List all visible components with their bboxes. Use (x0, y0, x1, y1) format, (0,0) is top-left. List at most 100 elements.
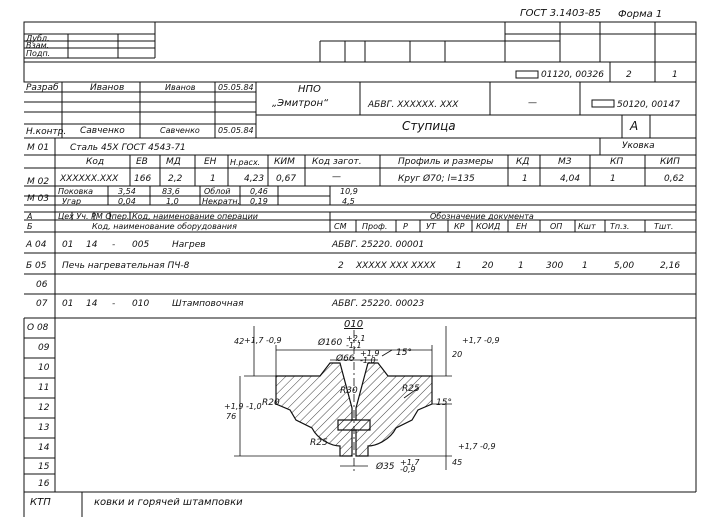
m02-kp: 1 (610, 174, 616, 184)
footer-text: ковки и горячей штамповки (94, 497, 243, 508)
dim-h76-tol: +1,9 -1,0 (224, 402, 262, 411)
row-a04: А 04 (26, 240, 47, 250)
b05-en: 1 (518, 261, 524, 271)
mh-nrash: Н.расх. (230, 158, 261, 167)
row-a-doc: Обозначение документа (430, 212, 534, 221)
m02-code: XXXXXX.XXX (60, 174, 119, 184)
developer-label: Разраб (26, 83, 59, 93)
rb-tpz: Тп.з. (610, 222, 630, 231)
dim-angle-top: 15° (396, 348, 412, 358)
mh-kp: КП (610, 157, 624, 167)
row-a-cols: Цех Уч. РМ Опер. Код, наименование опера… (58, 212, 258, 221)
control-name: Савченко (80, 126, 125, 136)
rb-koid: КОИД (476, 222, 501, 231)
mh-md: МД (166, 157, 181, 167)
dim-d160-up: +2,1 (346, 334, 366, 343)
sheet-number: 2 (626, 70, 632, 80)
b05-kr: 1 (456, 261, 462, 271)
footer-label: КТП (30, 497, 51, 508)
row-m03: М 03 (27, 194, 50, 204)
a04-op: 005 (132, 240, 150, 250)
m03-r1-label: Поковка (58, 187, 94, 196)
dim-d66: Ø66 (336, 354, 355, 364)
row-07: 07 (36, 299, 48, 309)
dim-h45: 45 (452, 458, 463, 467)
m03-r1-v1: 3,54 (118, 187, 136, 196)
dim-h42: 42 (234, 337, 245, 346)
company-line2: „Эмитрон“ (272, 98, 329, 109)
doc-code-1: 01120, 00326 (541, 70, 604, 80)
m03-r1-label2: Облой (204, 187, 231, 196)
dim-d35-dn: -0,9 (400, 465, 416, 474)
rb-sm: СМ (334, 222, 347, 231)
row-a-label: А (27, 212, 33, 221)
dim-h76: 76 (226, 412, 237, 421)
dim-d35: Ø35 (376, 462, 395, 472)
control-date: 05.05.84 (218, 126, 254, 135)
m03-r2-v4: 4,5 (342, 197, 355, 206)
developer-name: Иванов (90, 83, 125, 93)
row-06: 06 (36, 280, 48, 290)
m03-r2-v2: 1,0 (166, 197, 179, 206)
r07-name: Штамповочная (172, 299, 244, 309)
b05-prof: XXXXX XXX XXXX (356, 261, 436, 271)
m02-kod: — (332, 172, 341, 182)
b05-sm: 2 (338, 261, 344, 271)
rb-ut: УТ (426, 222, 436, 231)
rb-kst: Кшт (578, 222, 596, 231)
m03-r2-v1: 0,04 (118, 197, 136, 206)
mh-kod-zag: Код загот. (312, 157, 362, 167)
m03-r2-v3: 0,19 (250, 197, 268, 206)
dash-cell: — (528, 98, 537, 108)
rb-prof: Проф. (362, 222, 388, 231)
mh-en: ЕН (204, 157, 217, 167)
mh-kim: КИМ (274, 157, 295, 167)
sketch-row-11: 11 (38, 383, 50, 393)
row-m01: М 01 (27, 143, 50, 153)
sketch-row-13: 13 (38, 423, 50, 433)
part-name: Ступица (402, 119, 456, 133)
row-b-label: Б (27, 222, 33, 231)
sketch-row-16: 16 (38, 479, 50, 489)
mh-ev: ЕВ (136, 157, 148, 167)
row-m02: М 02 (27, 177, 50, 187)
dim-h45-tol: +1,7 -0,9 (458, 442, 496, 451)
side-label-podp: Подп. (26, 49, 51, 58)
m03-r1-v2: 83,6 (162, 187, 180, 196)
b05-tsht: 2,16 (660, 261, 681, 271)
m02-profile: Круг Ø70; l=135 (398, 174, 475, 184)
m03-r1-v4: 10,9 (340, 187, 358, 196)
rb-en: ЕН (516, 222, 528, 231)
a04-dash: - (112, 240, 116, 250)
b05-koid: 20 (482, 261, 494, 271)
m03-r1-v3: 0,46 (250, 187, 268, 196)
a04-uch: 14 (86, 240, 98, 250)
row-b05: Б 05 (26, 261, 47, 271)
dim-r30: R30 (340, 386, 358, 396)
dim-d66-up: +1,9 (360, 349, 380, 358)
side-label-dubl: Дубл. (26, 34, 50, 43)
mh-mz: МЗ (558, 157, 572, 167)
dim-angle-side: 15° (436, 398, 452, 408)
m02-kip: 0,62 (664, 174, 685, 184)
m02-mz: 4,04 (560, 174, 581, 184)
part-section-right (337, 362, 433, 457)
sketch-row-14: 14 (38, 443, 50, 453)
a04-doc: АБВГ. 25220. 00001 (332, 240, 425, 250)
sketch-row-09: 09 (38, 343, 50, 353)
control-label: Н.контр. (26, 127, 67, 137)
mh-kod: Код (86, 157, 105, 167)
r07-doc: АБВГ. 25220. 00023 (332, 299, 425, 309)
sketch-row-15: 15 (38, 462, 50, 472)
m02-md: 2,2 (168, 174, 183, 184)
form-number: Форма 1 (618, 9, 663, 20)
control-signature: Савченко (160, 126, 200, 135)
b05-op: 300 (546, 261, 564, 271)
dim-r25a: R25 (402, 384, 420, 394)
dim-h20-tol: +1,7 -0,9 (462, 336, 500, 345)
m02-ev: 166 (134, 174, 152, 184)
rb-op: ОП (550, 222, 563, 231)
gost-standard: ГОСТ 3.1403-85 (520, 8, 602, 19)
